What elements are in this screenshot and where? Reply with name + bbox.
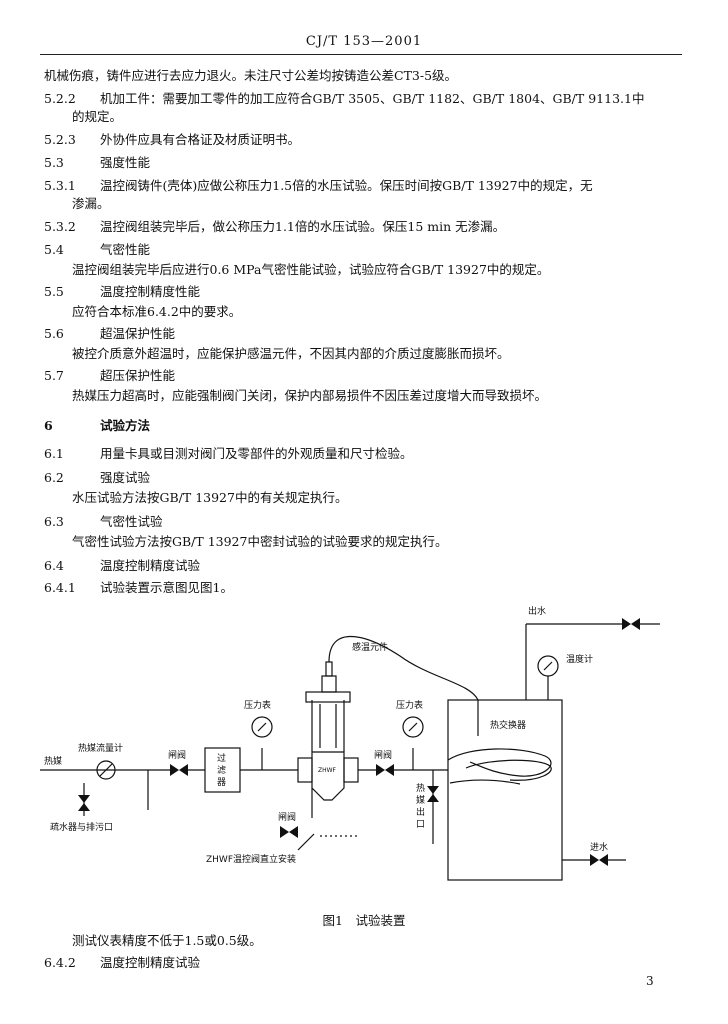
line-text: 试验方法 — [100, 418, 151, 433]
label-outlet-water: 出水 — [528, 605, 546, 617]
line-text: 温控阀组装完毕后应进行0.6 MPa气密性能试验，试验应符合GB/T 13927… — [72, 262, 550, 277]
line-text: 的规定。 — [72, 109, 123, 124]
label-valve-body: ZHWF — [318, 767, 337, 774]
section-number: 5.3.1 — [44, 178, 76, 193]
section-number: 5.2.2 — [44, 91, 76, 106]
line-text: 超温保护性能 — [100, 326, 176, 341]
line-text: 温控阀组装完毕后，做公称压力1.1倍的水压试验。保压15 min 无渗漏。 — [100, 219, 506, 234]
body-line: 6.2 强度试验 — [44, 470, 150, 486]
after-line: 6.4.2 温度控制精度试验 — [44, 955, 200, 971]
label-flowmeter: 热媒流量计 — [78, 742, 123, 754]
label-filter-2: 滤 — [217, 764, 226, 776]
body-line: 5.3 强度性能 — [44, 155, 150, 171]
body-line: 5.5 温度控制精度性能 — [44, 284, 200, 300]
section-number: 5.3 — [44, 155, 64, 170]
body-line: 6.3 气密性试验 — [44, 514, 163, 530]
section-number: 6.1 — [44, 446, 64, 461]
line-text: 气密性能 — [100, 242, 151, 257]
after-line: 测试仪表精度不低于1.5或0.5级。 — [72, 933, 262, 949]
section-number: 5.7 — [44, 368, 64, 383]
section-number: 5.5 — [44, 284, 64, 299]
body-line: 6.4.1 试验装置示意图见图1。 — [44, 580, 233, 596]
body-line: 5.7 超压保护性能 — [44, 368, 175, 384]
body-line: 机械伤痕，铸件应进行去应力退火。未注尺寸公差均按铸造公差CT3-5级。 — [44, 68, 457, 84]
section-number: 6.4.1 — [44, 580, 76, 595]
label-heat-outlet-2: 媒 — [416, 795, 425, 806]
section-number: 6.4.2 — [44, 955, 76, 970]
label-heat-outlet-4: 口 — [416, 820, 425, 830]
body-line: 气密性试验方法按GB/T 13927中密封试验的试验要求的规定执行。 — [72, 534, 447, 550]
label-inlet-water: 进水 — [590, 841, 608, 853]
label-valve-3: 闸阀 — [278, 812, 296, 823]
line-text: 温控阀铸件(壳体)应做公称压力1.5倍的水压试验。保压时间按GB/T 13927… — [100, 178, 593, 193]
body-line: 被控介质意外超温时，应能保护感温元件，不因其内部的介质过度膨胀而损坏。 — [72, 346, 510, 362]
body-line: 5.3.1 温控阀铸件(壳体)应做公称压力1.5倍的水压试验。保压时间按GB/T … — [44, 178, 593, 194]
section-number: 6.3 — [44, 514, 64, 529]
label-heat-outlet-1: 热 — [416, 782, 425, 794]
label-filter-3: 器 — [217, 777, 226, 788]
label-drain: 疏水器与排污口 — [50, 821, 113, 833]
line-text: 被控介质意外超温时，应能保护感温元件，不因其内部的介质过度膨胀而损坏。 — [72, 346, 510, 361]
body-line: 5.2.2 机加工件：需要加工零件的加工应符合GB/T 3505、GB/T 118… — [44, 91, 644, 107]
label-pressure-gauge-2: 压力表 — [396, 699, 423, 711]
body-line: 热媒压力超高时，应能强制阀门关闭，保护内部易损件不因压差过度增大而导致损坏。 — [72, 388, 547, 404]
line-text: 温度控制精度性能 — [100, 284, 201, 299]
body-line: 温控阀组装完毕后应进行0.6 MPa气密性能试验，试验应符合GB/T 13927… — [72, 262, 549, 278]
body-line: 渗漏。 — [72, 196, 110, 212]
label-pressure-gauge-1: 压力表 — [244, 699, 271, 711]
label-valve-2: 闸阀 — [374, 750, 392, 761]
label-sensor: 感温元件 — [352, 641, 388, 653]
body-line: 6.1 用量卡具或目测对阀门及零部件的外观质量和尺寸检验。 — [44, 446, 413, 462]
section-number: 6.2 — [44, 470, 64, 485]
label-thermometer: 温度计 — [566, 653, 593, 665]
label-valve-1: 闸阀 — [168, 750, 186, 761]
line-text: 温度控制精度试验 — [100, 558, 201, 573]
line-text: 气密性试验方法按GB/T 13927中密封试验的试验要求的规定执行。 — [72, 534, 448, 549]
section-number: 5.4 — [44, 242, 64, 257]
section-number: 5.2.3 — [44, 132, 76, 147]
line-text: 机加工件：需要加工零件的加工应符合GB/T 3505、GB/T 1182、GB/… — [100, 91, 645, 106]
line-text: 机械伤痕，铸件应进行去应力退火。未注尺寸公差均按铸造公差CT3-5级。 — [44, 68, 458, 83]
label-heat-medium: 热媒 — [44, 755, 62, 767]
line-text: 超压保护性能 — [100, 368, 176, 383]
line-text: 热媒压力超高时，应能强制阀门关闭，保护内部易损件不因压差过度增大而导致损坏。 — [72, 388, 548, 403]
line-text: 水压试验方法按GB/T 13927中的有关规定执行。 — [72, 490, 348, 505]
body-line: 6.4 温度控制精度试验 — [44, 558, 200, 574]
line-text: 试验装置示意图见图1。 — [100, 580, 233, 595]
test-apparatus-figure: 出水 温度计 感温元件 热交换器 压力表 压力表 热媒流量计 闸阀 闸阀 闸阀 … — [40, 605, 660, 881]
body-line: 5.6 超温保护性能 — [44, 326, 175, 342]
page-number: 3 — [646, 974, 654, 988]
body-line: 的规定。 — [72, 109, 122, 125]
label-filter-1: 过 — [217, 752, 226, 764]
line-text: 气密性试验 — [100, 514, 163, 529]
line-text: 渗漏。 — [72, 196, 110, 211]
section-number: 5.3.2 — [44, 219, 76, 234]
figure-caption: 图1 试验装置 — [322, 913, 406, 928]
body-line: 应符合本标准6.4.2中的要求。 — [72, 304, 241, 320]
line-text: 强度试验 — [100, 470, 151, 485]
label-valve-model: ZHWF温控阀直立安装 — [206, 853, 296, 865]
body-line: 6 试验方法 — [44, 418, 150, 434]
header-rule — [40, 54, 682, 55]
section-number: 6.4 — [44, 558, 64, 573]
section-number: 5.6 — [44, 326, 64, 341]
line-text: 应符合本标准6.4.2中的要求。 — [72, 304, 242, 319]
line-text: 外协件应具有合格证及材质证明书。 — [100, 132, 301, 147]
body-line: 5.3.2 温控阀组装完毕后，做公称压力1.1倍的水压试验。保压15 min 无渗… — [44, 219, 505, 235]
body-line: 水压试验方法按GB/T 13927中的有关规定执行。 — [72, 490, 347, 506]
line-text: 温度控制精度试验 — [100, 955, 201, 970]
body-line: 5.2.3 外协件应具有合格证及材质证明书。 — [44, 132, 300, 148]
line-text: 用量卡具或目测对阀门及零部件的外观质量和尺寸检验。 — [100, 446, 413, 461]
line-text: 测试仪表精度不低于1.5或0.5级。 — [72, 933, 262, 948]
page-header: CJ/T 153—2001 — [305, 34, 423, 49]
body-line: 5.4 气密性能 — [44, 242, 150, 258]
label-heat-exchanger: 热交换器 — [490, 719, 526, 731]
section-number: 6 — [44, 418, 53, 433]
line-text: 强度性能 — [100, 155, 151, 170]
label-heat-outlet-3: 出 — [416, 806, 425, 818]
